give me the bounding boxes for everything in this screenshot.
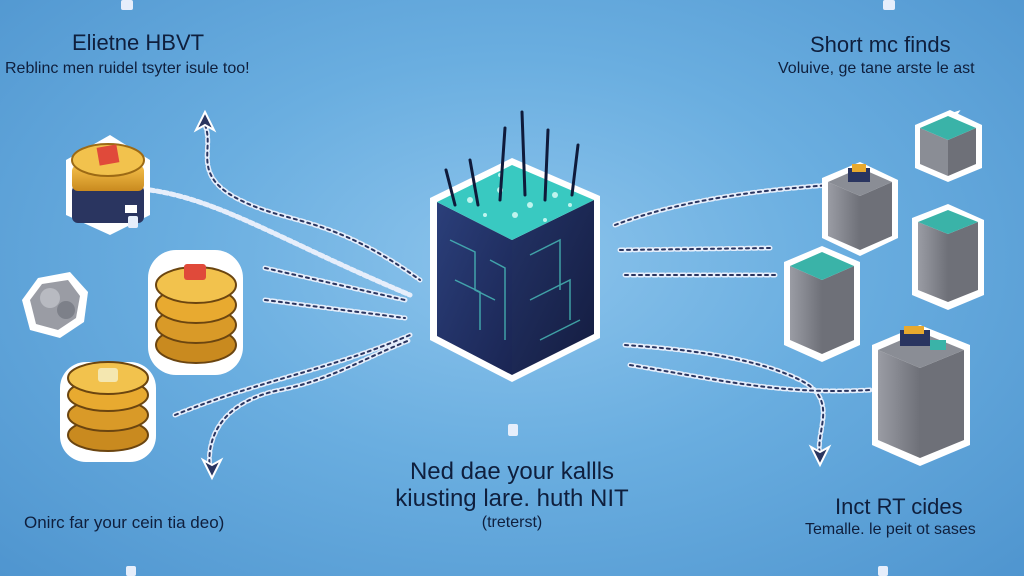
left-connector-lines	[147, 122, 423, 473]
coin-stack-icon-top	[66, 135, 150, 235]
right-connector-lines	[612, 182, 873, 458]
bottom-left-text: Onirc far your cein tia deo)	[24, 513, 225, 532]
arrow-down-right-icon	[808, 444, 832, 468]
arrow-up-icon	[193, 109, 217, 133]
bottom-center-line-2: kiusting lare. huth NIT	[395, 485, 629, 512]
rock-icon	[22, 272, 88, 338]
bottom-center-line-1: Ned dae your kallls	[409, 458, 615, 485]
edge-markers	[121, 0, 895, 576]
arrow-down-left-icon	[200, 457, 224, 481]
top-left-title: Elietne HBVT	[72, 30, 205, 55]
server-tower-icon-far-right	[912, 204, 984, 310]
server-tower-icon-bottom	[872, 325, 970, 466]
top-left-subtitle: Reblinc men ruidel tsyter isule too!	[5, 60, 250, 77]
coin-stack-icon-middle	[148, 250, 243, 375]
server-tower-icon-top	[915, 110, 982, 182]
coin-stack-icon-bottom	[60, 361, 156, 462]
server-tower-icon-upper	[822, 162, 898, 256]
bottom-right-subtitle: Temalle. le peit ot sases	[805, 521, 976, 538]
top-right-subtitle: Voluive, ge tane arste le ast	[778, 60, 975, 77]
top-right-title: Short mc finds	[810, 32, 951, 57]
bottom-right-title: Inct RT cides	[835, 494, 963, 519]
central-cube-icon	[430, 110, 600, 382]
server-tower-icon-mid	[784, 246, 860, 362]
bottom-center-line-3: (treterst)	[481, 514, 543, 531]
